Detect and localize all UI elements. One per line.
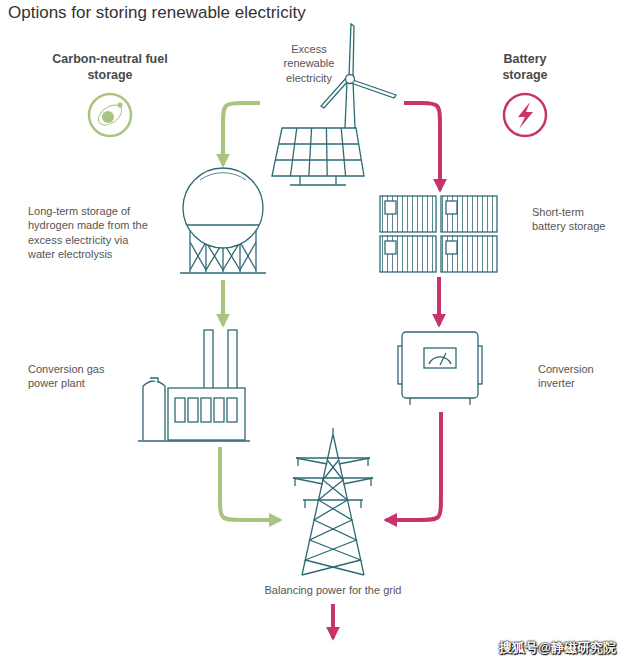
- solar-panel-part: [279, 143, 359, 144]
- power-pylon-part: [302, 428, 364, 575]
- gas-power-plant-part: [150, 378, 158, 383]
- wind-turbine-part: [349, 24, 354, 76]
- solar-panel-part: [290, 184, 346, 185]
- watermark: 搜狐号@静磁研究院: [499, 639, 616, 657]
- inverter-part: [409, 398, 410, 405]
- node-label: Conversion inverter: [538, 362, 620, 391]
- power-pylon-part: [303, 499, 363, 500]
- power-pylon-part: [295, 458, 371, 508]
- power-pylon-part: [293, 458, 373, 484]
- battery-storage-node: Battery storage: [503, 93, 547, 137]
- solar-panel-part: [272, 128, 364, 176]
- node-label: Balancing power for the grid: [213, 583, 453, 597]
- fuel-storage-icon-part: [118, 103, 123, 108]
- fuel-storage-node: Carbon-neutral fuel storage: [88, 93, 132, 137]
- grid-output-arrow: [333, 604, 334, 638]
- node-heading: Carbon-neutral fuel storage: [45, 51, 175, 84]
- node-label: Short-term battery storage: [532, 205, 618, 234]
- gas-power-plant-part: [175, 398, 185, 422]
- inverter-part: [469, 398, 470, 405]
- solar-panel-part: [275, 159, 361, 160]
- flow-arrow: [223, 103, 260, 165]
- battery-containers-part: [446, 241, 457, 254]
- solar-panel-part: [290, 128, 296, 176]
- battery-storage-icon: [504, 94, 546, 136]
- node-label: Excess renewable electricity: [278, 42, 340, 85]
- gas-power-plant-part: [214, 398, 224, 422]
- battery-node: Short-term battery storage: [378, 193, 500, 273]
- flow-arrow: [404, 103, 440, 190]
- gas-power-plant: [138, 330, 250, 441]
- battery-containers-part: [446, 201, 457, 214]
- solar-panel-part: [335, 176, 336, 185]
- diagram-title: Options for storing renewable electricit…: [8, 3, 306, 23]
- gas-power-plant-part: [204, 330, 213, 390]
- solar-panel: [272, 128, 364, 185]
- gas-power-plant-part: [188, 398, 198, 422]
- hydrogen-tank-part: [200, 173, 246, 180]
- power-pylon: [293, 428, 373, 575]
- battery-containers-part: [441, 196, 497, 232]
- power-pylon-part: [296, 457, 370, 458]
- grid-output-arrow-part: [331, 604, 335, 638]
- battery-containers-part: [380, 196, 436, 232]
- gas-power-plant-part: [143, 381, 165, 440]
- inverter-part: [402, 332, 478, 398]
- battery-containers-part: [441, 236, 497, 272]
- flow-arrow: [221, 280, 225, 325]
- gas-power-plant-part: [168, 388, 245, 440]
- node-heading: Battery storage: [480, 51, 570, 84]
- wind-turbine-part: [346, 75, 355, 84]
- solar-panel-part: [326, 128, 328, 176]
- gas-power-plant-part: [201, 398, 211, 422]
- power-pylon-part: [305, 460, 364, 575]
- gas-plant-node: Conversion gas power plant: [140, 328, 245, 443]
- solar-panel-part: [341, 128, 345, 176]
- node-label: Conversion gas power plant: [28, 362, 120, 391]
- wind-turbine-part: [351, 80, 396, 98]
- fuel-storage-icon: [89, 94, 131, 136]
- solar-panel-part: [299, 176, 300, 185]
- gas-power-plant-part: [227, 398, 237, 422]
- battery-containers-part: [380, 236, 436, 272]
- node-label: Long-term storage of hydrogen made from …: [28, 204, 156, 261]
- renewable-source-node: Excess renewable electricity: [262, 22, 402, 187]
- battery-storage-icon-part: [504, 94, 546, 136]
- power-pylon-part: [293, 477, 373, 478]
- gas-power-plant-part: [138, 440, 250, 441]
- solar-panel-part: [309, 128, 312, 176]
- inverter-part: [440, 353, 446, 365]
- battery-storage-icon-part: [518, 102, 533, 129]
- inverter-node: Conversion inverter: [398, 328, 484, 408]
- fuel-storage-icon-part: [95, 101, 125, 129]
- flow-arrow: [386, 412, 441, 520]
- inverter-part: [424, 348, 456, 368]
- pylon-node: Balancing power for the grid: [283, 432, 383, 577]
- hydrogen-tank-part: [183, 168, 263, 248]
- flow-arrow: [220, 447, 280, 520]
- gas-power-plant-part: [228, 330, 237, 390]
- hydrogen-tank-part: [180, 272, 266, 273]
- hydrogen-tank-part: [187, 224, 259, 225]
- battery-containers-part: [385, 241, 396, 254]
- hydrogen-tank: [180, 168, 266, 273]
- fuel-storage-icon-part: [89, 94, 131, 136]
- fuel-storage-icon-part: [102, 111, 114, 123]
- inverter-part: [429, 357, 451, 364]
- flow-arrow: [437, 277, 441, 325]
- battery-containers-part: [385, 201, 396, 214]
- inverter: [398, 332, 482, 405]
- battery-containers: [380, 196, 497, 272]
- hydrogen-tank-node: Long-term storage of hydrogen made from …: [178, 168, 268, 276]
